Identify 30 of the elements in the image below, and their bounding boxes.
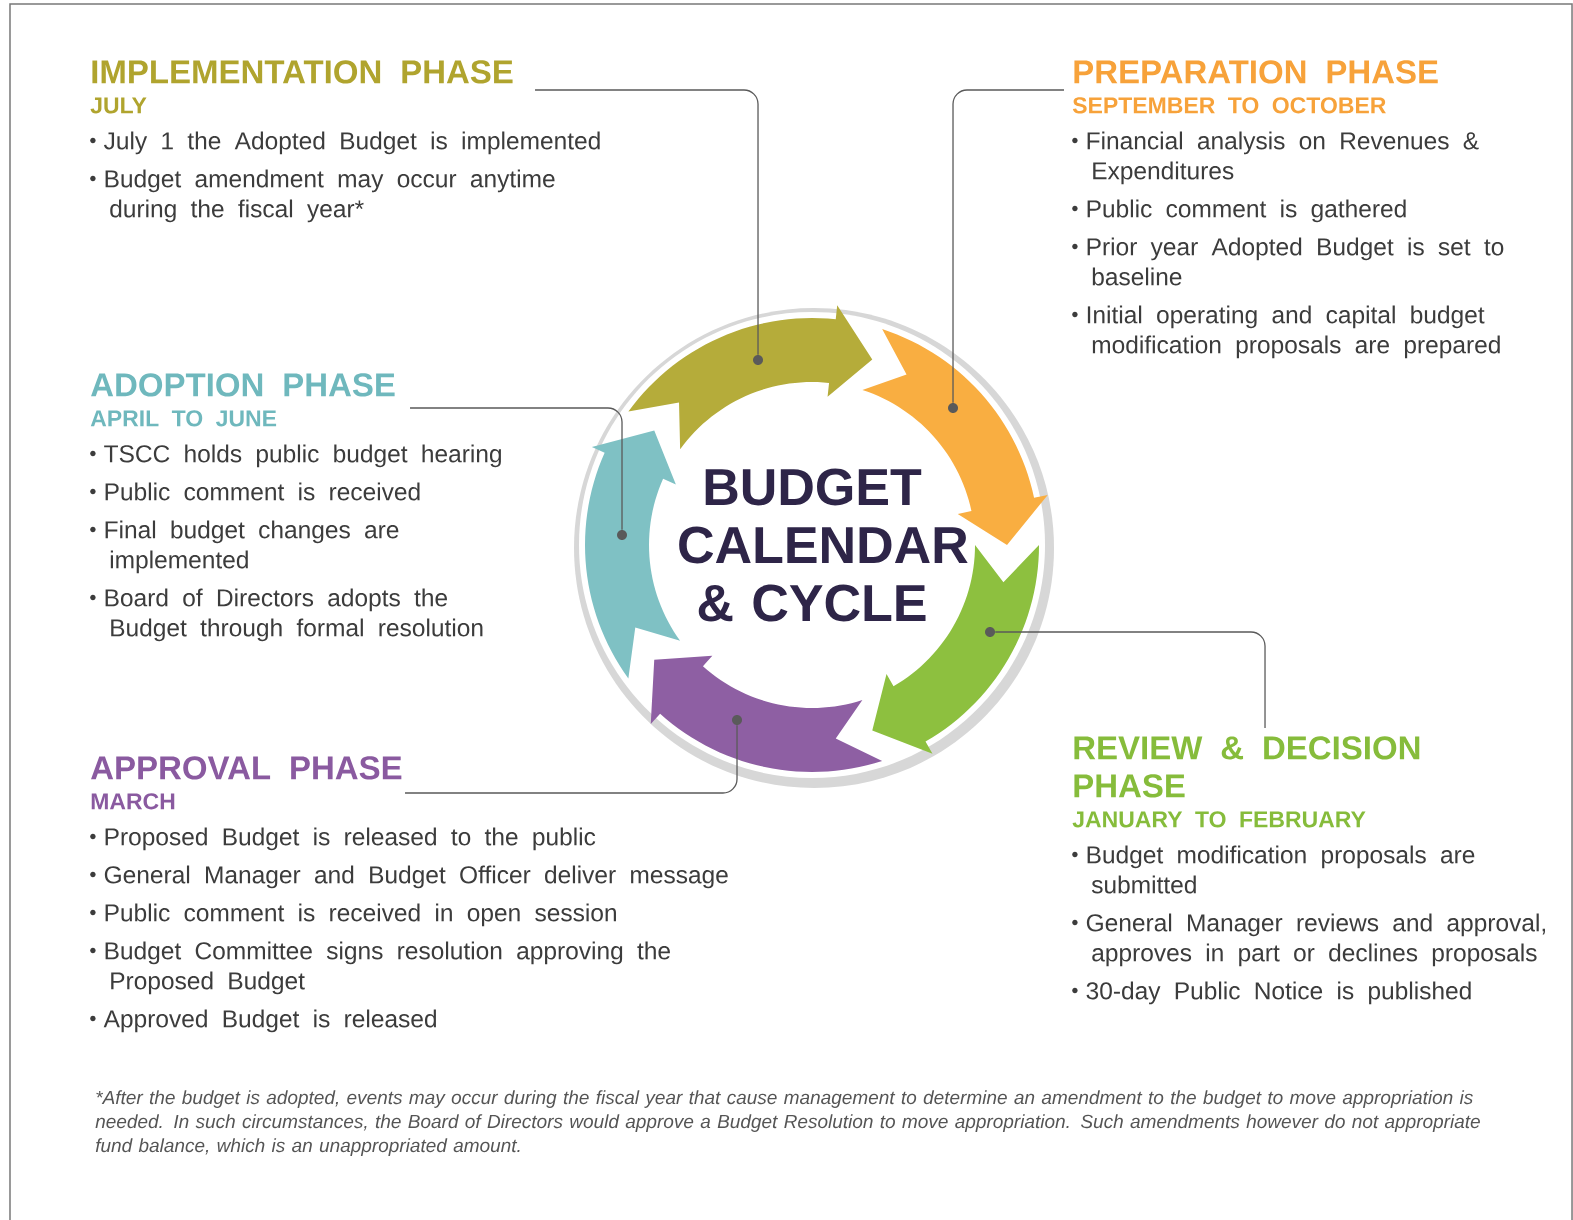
phase-heading: REVIEW & DECISION PHASE bbox=[1074, 736, 1420, 798]
phase-heading: IMPLEMENTATION PHASE bbox=[92, 60, 513, 84]
bullet-item: Initial operating and capital budget modification proposals are prepared bbox=[1087, 305, 1500, 359]
bullet-item: TSCC holds public budget hearing bbox=[104, 444, 501, 468]
period-label: JULY bbox=[90, 97, 147, 114]
bullet-item: Budget modification proposals are submitted bbox=[1087, 845, 1475, 894]
bullet-item: Approved Budget is released bbox=[103, 1009, 436, 1033]
bullet-item: Public comment is received in open session bbox=[105, 903, 616, 927]
bullet-item: Board of Directors adopts the Budget through formal resolution bbox=[105, 588, 483, 642]
bullet-item: 30-day Public Notice is published bbox=[1086, 981, 1471, 1005]
bullet-item: Public comment is received bbox=[105, 482, 420, 501]
bullet-item: Final budget changes are implemented bbox=[105, 520, 399, 574]
bullet-item: General Manager reviews and approval, approves in part or declines proposals bbox=[1086, 913, 1545, 967]
phase-heading: ADOPTION PHASE bbox=[91, 373, 395, 397]
period-label: JANUARY TO FEBRUARY bbox=[1072, 811, 1366, 828]
period-label: SEPTEMBER TO OCTOBER bbox=[1072, 97, 1386, 114]
bullet-item: Budget Committee signs resolution approving the Proposed Budget bbox=[105, 941, 670, 995]
bullet-item: Proposed Budget is released to the public bbox=[105, 827, 596, 851]
footnote: *After the budget is adopted, events may occur during the fiscal year that cause management to determine an amendment to the budget to move appropriation is needed. In such circumstances, the Board of Directors would approve a Budget Resolution to move appropriation. Such amendments however do not appropriate fund balance, which is an unappropriated amount. bbox=[95, 1090, 1480, 1156]
bullet-item: Financial analysis on Revenues & Expenditures bbox=[1087, 131, 1479, 185]
phase-heading: APPROVAL PHASE bbox=[91, 756, 402, 780]
period-label: MARCH bbox=[91, 793, 175, 810]
bullet-item: Budget amendment may occur anytime during the fiscal year* bbox=[105, 169, 555, 223]
bullet-item: General Manager and Budget Officer deliver message bbox=[104, 865, 728, 889]
bullet-item: July 1 the Adopted Budget is implemented bbox=[104, 131, 600, 155]
period-label: APRIL TO JUNE bbox=[90, 410, 277, 427]
cycle-title: BUDGET CALENDAR & CYCLE bbox=[679, 468, 968, 622]
bullet-item: Prior year Adopted Budget is set to baseline bbox=[1087, 237, 1504, 286]
bullet-item: Public comment is gathered bbox=[1087, 199, 1406, 223]
phase-heading: PREPARATION PHASE bbox=[1074, 60, 1438, 84]
